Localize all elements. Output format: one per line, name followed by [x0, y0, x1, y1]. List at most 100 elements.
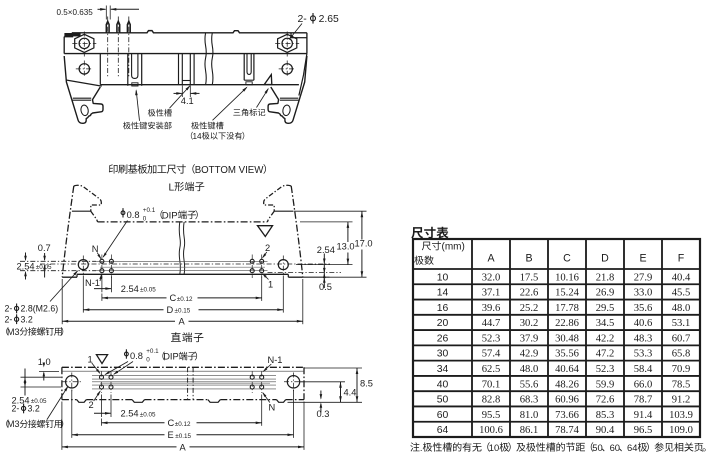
svg-text:22.6: 22.6 [520, 288, 539, 299]
svg-text:48.0: 48.0 [672, 303, 691, 314]
svg-text:0.3: 0.3 [317, 409, 330, 419]
svg-text:0: 0 [146, 357, 150, 364]
svg-text:109.0: 109.0 [669, 425, 693, 436]
svg-text:68.3: 68.3 [520, 395, 539, 406]
svg-text:95.5: 95.5 [482, 410, 501, 421]
svg-text:53.1: 53.1 [672, 318, 691, 329]
svg-text:64: 64 [627, 442, 637, 453]
svg-text:59.9: 59.9 [596, 379, 615, 390]
svg-text:.: . [420, 442, 423, 453]
svg-text:21.8: 21.8 [596, 272, 615, 283]
svg-text:40.6: 40.6 [634, 318, 653, 329]
svg-text:22.86: 22.86 [555, 318, 579, 329]
svg-text:E: E [168, 430, 174, 440]
svg-text:78.7: 78.7 [634, 395, 653, 406]
svg-text:4.1: 4.1 [181, 96, 194, 106]
svg-text:70.9: 70.9 [672, 364, 691, 375]
svg-text:C: C [170, 293, 177, 303]
svg-text:26.9: 26.9 [596, 288, 615, 299]
svg-text:2.54: 2.54 [121, 284, 139, 294]
svg-text:65.8: 65.8 [672, 349, 691, 360]
svg-text:16: 16 [437, 303, 449, 314]
svg-text:37.1: 37.1 [482, 288, 501, 299]
svg-text:DIP: DIP [163, 352, 179, 362]
svg-text:+0.1: +0.1 [146, 348, 159, 355]
svg-text:1: 1 [268, 280, 273, 290]
svg-text:+0.1: +0.1 [143, 207, 156, 214]
svg-text:73.66: 73.66 [555, 410, 579, 421]
svg-text:0.5×0.635: 0.5×0.635 [57, 8, 94, 17]
svg-text:29.5: 29.5 [596, 303, 615, 314]
svg-text:90.4: 90.4 [596, 425, 615, 436]
svg-text:8.5: 8.5 [360, 379, 373, 389]
svg-text:0.5: 0.5 [319, 282, 332, 292]
svg-text:55.6: 55.6 [520, 379, 539, 390]
svg-text:±0.15: ±0.15 [175, 308, 191, 315]
svg-text:40.64: 40.64 [555, 364, 580, 375]
svg-text:30.48: 30.48 [555, 333, 579, 344]
svg-text:N-1: N-1 [85, 278, 100, 288]
svg-text:±0.12: ±0.12 [177, 296, 193, 303]
svg-text:48.3: 48.3 [634, 333, 653, 344]
svg-text:17.78: 17.78 [555, 303, 579, 314]
svg-text:48.26: 48.26 [555, 379, 579, 390]
svg-text:10: 10 [489, 442, 499, 453]
svg-text:60: 60 [610, 442, 620, 453]
svg-text:C: C [168, 418, 175, 428]
svg-text:40: 40 [437, 379, 449, 390]
svg-text:0: 0 [143, 215, 147, 222]
svg-text:86.1: 86.1 [520, 425, 539, 436]
svg-text:±0.05: ±0.05 [31, 398, 47, 405]
svg-text:32.0: 32.0 [482, 272, 501, 283]
svg-text:A: A [179, 317, 186, 327]
svg-text:A: A [180, 442, 187, 452]
svg-text:N: N [92, 244, 99, 254]
svg-text:30: 30 [437, 349, 449, 360]
svg-text:D: D [167, 305, 174, 315]
svg-text:17.0: 17.0 [355, 239, 373, 249]
svg-text:91.4: 91.4 [634, 410, 653, 421]
svg-text:48.0: 48.0 [520, 364, 539, 375]
svg-text:100.6: 100.6 [479, 425, 503, 436]
svg-text:85.3: 85.3 [596, 410, 615, 421]
svg-text:2-: 2- [12, 404, 20, 414]
svg-text:34: 34 [437, 364, 449, 375]
svg-text:0.8: 0.8 [130, 351, 143, 361]
svg-text:2.8(M2.6): 2.8(M2.6) [21, 304, 59, 314]
svg-text:B: B [525, 253, 532, 265]
svg-text:58.4: 58.4 [634, 364, 653, 375]
svg-text:±0.12: ±0.12 [175, 421, 191, 428]
svg-text:96.5: 96.5 [634, 425, 653, 436]
svg-text:35.56: 35.56 [555, 349, 579, 360]
svg-text:3.2: 3.2 [21, 314, 33, 324]
svg-text:2: 2 [89, 400, 94, 410]
svg-text:14: 14 [193, 132, 203, 141]
svg-text:2-: 2- [5, 314, 13, 324]
svg-text:0.8: 0.8 [127, 210, 140, 220]
svg-text:N: N [269, 402, 276, 412]
svg-text:1.0: 1.0 [38, 357, 51, 367]
svg-text:13.0: 13.0 [337, 241, 355, 251]
svg-text:39.6: 39.6 [482, 303, 501, 314]
svg-text:17.5: 17.5 [520, 272, 539, 283]
svg-text:0.7: 0.7 [38, 243, 51, 253]
svg-text:52.3: 52.3 [596, 364, 615, 375]
svg-text:BOTTOM VIEW: BOTTOM VIEW [195, 165, 265, 176]
svg-text:44.7: 44.7 [482, 318, 501, 329]
svg-text:2: 2 [265, 243, 270, 253]
svg-text:15.24: 15.24 [555, 288, 580, 299]
svg-text:2.65: 2.65 [319, 14, 339, 25]
svg-text:78.5: 78.5 [672, 379, 691, 390]
svg-text:F: F [678, 253, 685, 265]
svg-text:45.5: 45.5 [672, 288, 691, 299]
svg-text:52.3: 52.3 [482, 333, 501, 344]
svg-text:57.4: 57.4 [482, 349, 501, 360]
svg-text:40.4: 40.4 [672, 272, 691, 283]
svg-text:DIP: DIP [162, 210, 178, 221]
svg-text:1: 1 [88, 354, 93, 364]
svg-text:26: 26 [437, 333, 449, 344]
svg-text:14: 14 [437, 288, 449, 299]
svg-text:42.2: 42.2 [596, 333, 615, 344]
svg-text:±0.05: ±0.05 [140, 287, 156, 294]
svg-text:2-: 2- [5, 304, 13, 314]
